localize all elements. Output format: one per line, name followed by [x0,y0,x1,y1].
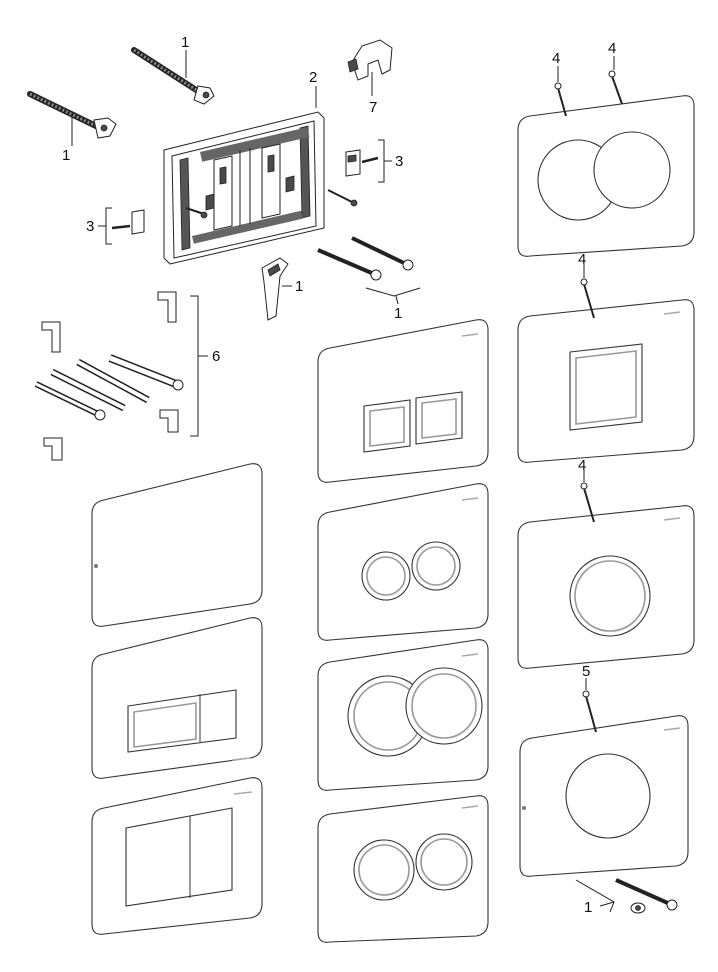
bracket-3b [105,207,112,245]
bracket-right [327,149,379,207]
callout-1b: 1 [62,147,70,164]
pin-5 [582,690,597,733]
bracket-left [111,207,208,235]
flush-plate-dual-medium-circle [317,795,489,943]
flush-plate-dual-rectangle [91,617,263,779]
callout-1d: 1 [295,278,303,295]
callout-3b: 3 [86,218,94,235]
callout-1c: 1 [394,305,402,322]
callout-5: 5 [582,663,590,680]
bracket-3a [378,139,385,183]
flush-plate-dual-large-circle [317,639,489,791]
leader-1c-tail [395,295,399,305]
clip-part [347,39,393,81]
callout-2: 2 [309,69,317,86]
pin-4c [580,278,595,319]
threaded-rods-pair [317,236,414,281]
pin-4d [580,482,595,523]
lever-part [261,257,289,321]
threaded-rod-top [131,47,215,105]
flush-plate-dual-small-circle [317,483,489,641]
callout-3a: 3 [395,153,403,170]
flush-plate-dual-circle-tall [517,95,695,257]
callout-4a: 4 [552,50,560,67]
leader-1e-bracket [575,879,615,913]
flush-plate-blank [91,463,263,627]
flush-plate-square-button [517,299,695,463]
mounting-frame [163,111,325,265]
leader-1e [599,901,615,907]
leader-1c [365,287,421,297]
callout-6: 6 [212,348,220,365]
fixing-set [34,291,184,461]
threaded-rod-bottom [615,878,678,914]
callout-7: 7 [369,99,377,116]
bracket-6 [190,295,199,437]
callout-1e: 1 [584,899,592,916]
callout-4c: 4 [578,251,586,268]
pin-4b [608,70,623,105]
flush-plate-dual-large-square [91,777,263,935]
callout-4d: 4 [578,457,586,474]
callout-4b: 4 [608,40,616,57]
pin-4a [554,82,567,117]
flush-plate-large-round [519,715,689,877]
flush-plate-single-round [517,505,695,669]
flush-plate-dual-square [317,319,489,483]
threaded-rod-left [27,91,117,139]
callout-1a: 1 [181,34,189,51]
